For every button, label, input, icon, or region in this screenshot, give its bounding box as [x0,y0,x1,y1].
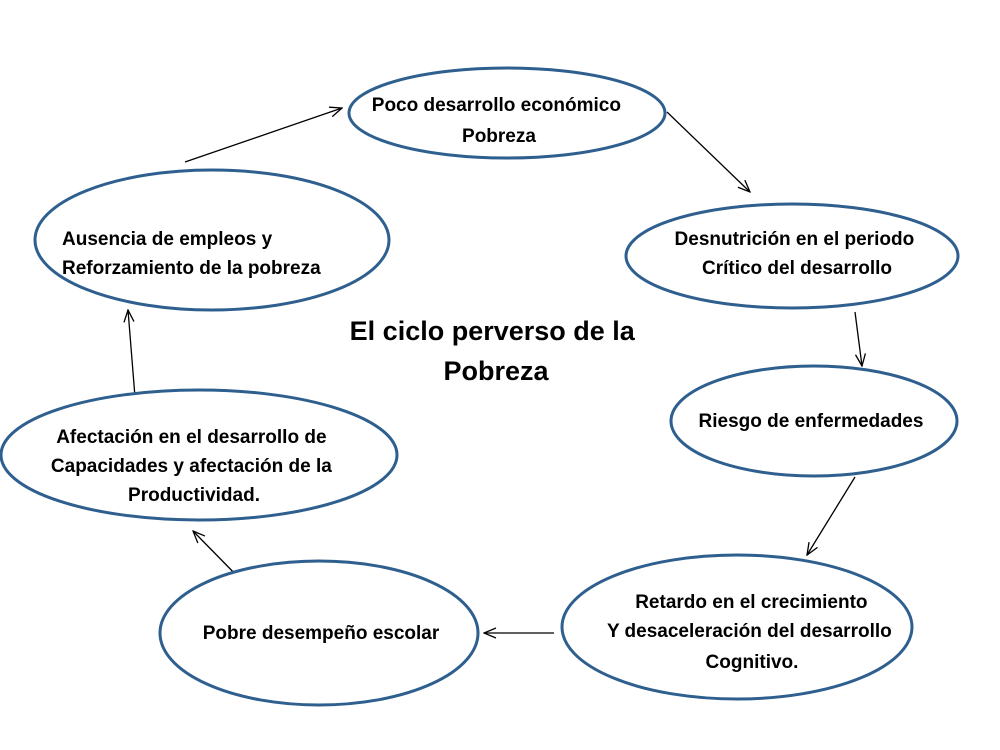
node-label-line: Capacidades y afectación de la [51,456,332,477]
node-label-line: Crítico del desarrollo [702,258,892,279]
arrow-afectacion-desarrollo-to-ausencia-empleos [128,310,136,398]
node-desnutricion-label: Desnutrición en el periodo Crítico del d… [675,229,920,279]
node-poco-desarrollo-label: Poco desarrollo económico Pobreza [372,95,626,147]
node-label-line: Pobreza [462,126,536,147]
node-afectacion-desarrollo-label: Afectación en el desarrollo de Capacidad… [51,427,337,506]
diagram-title-line: Pobreza [443,356,549,386]
node-riesgo-enfermedades-ellipse [669,364,959,478]
diagram-title: El ciclo perverso de la Pobreza [350,316,643,386]
node-pobre-desempeno-label: Pobre desempeño escolar [203,623,440,644]
node-label-line: Riesgo de enfermedades [699,411,924,432]
node-label-line: Cognitivo. [706,652,799,673]
node-label-line: Pobre desempeño escolar [203,623,440,644]
node-retardo-crecimiento-ellipse [560,553,914,701]
node-riesgo-enfermedades-label: Riesgo de enfermedades [699,411,924,432]
node-label-line: Afectación en el desarrollo de [56,427,326,448]
arrow-riesgo-enfermedades-to-retardo-crecimiento [807,476,856,555]
node-label-line: Ausencia de empleos y [62,229,273,250]
diagram-title-line: El ciclo perverso de la [350,316,636,346]
arrow-ausencia-empleos-to-poco-desarrollo [184,108,342,163]
node-pobre-desempeno-ellipse [158,559,480,707]
node-label-line: Retardo en el crecimiento [635,592,867,613]
node-label-line: Productividad. [128,485,260,506]
nodes-group [0,66,960,707]
node-label-line: Desnutrición en el periodo [675,229,915,250]
node-poco-desarrollo-ellipse [347,66,667,160]
node-label-line: Reforzamiento de la pobreza [62,258,321,279]
node-label-line: Poco desarrollo económico [372,95,621,116]
node-retardo-crecimiento-label: Retardo en el crecimiento Y desaceleraci… [607,592,897,673]
arrow-desnutricion-to-riesgo-enfermedades [854,311,862,366]
node-labels-group: Poco desarrollo económico Pobreza Desnut… [51,95,924,673]
node-ausencia-empleos-ellipse [33,168,391,312]
arrow-poco-desarrollo-to-desnutricion [666,111,750,192]
node-label-line: Y desaceleración del desarrollo [607,621,892,642]
node-ausencia-empleos-label: Ausencia de empleos y Reforzamiento de l… [62,229,321,279]
node-desnutricion-ellipse [624,202,960,310]
node-afectacion-desarrollo-ellipse [0,388,399,522]
